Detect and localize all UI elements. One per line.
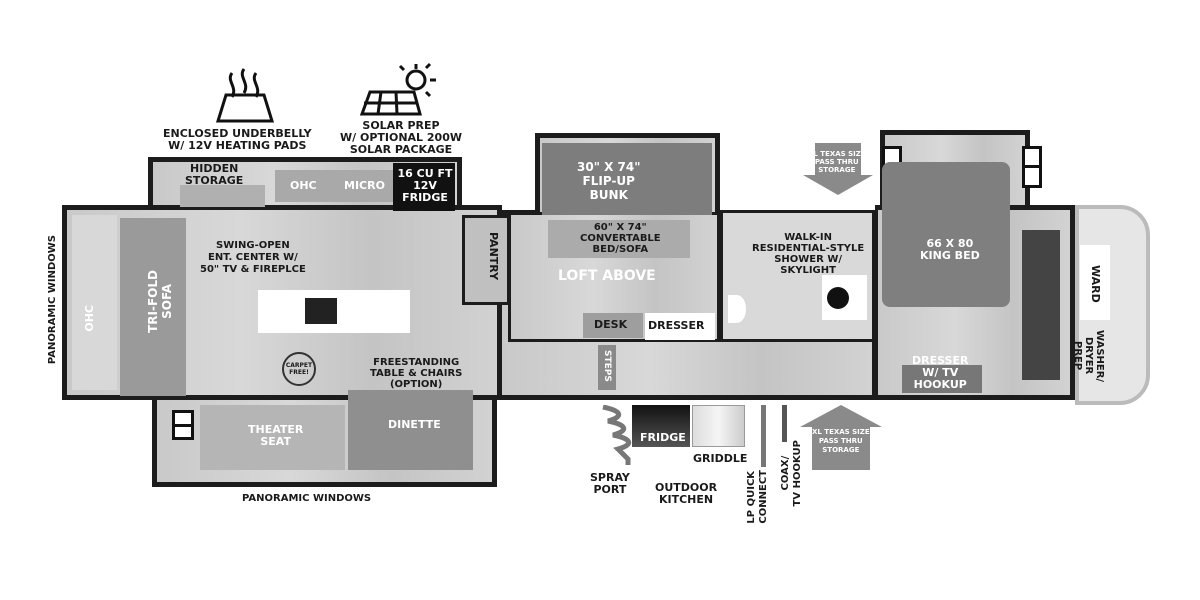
ohc-label: OHC: [290, 179, 317, 192]
tri-fold-sofa: [120, 218, 186, 396]
desk: [583, 313, 643, 338]
pantry: [462, 215, 510, 305]
ent-center-label: SWING-OPEN ENT. CENTER W/ 50" TV & FIREP…: [200, 240, 306, 275]
bed-sofa-label: 60" X 74" CONVERTABLE BED/SOFA: [580, 222, 661, 255]
pantry-label: PANTRY: [487, 232, 500, 281]
theater-seat: [200, 405, 345, 470]
carpet-free-badge: CARPET FREE!: [282, 352, 316, 386]
spray-port-label: SPRAY PORT: [590, 471, 630, 496]
fridge-label: 16 CU FT 12V FRIDGE: [397, 167, 453, 204]
griddle: [692, 405, 745, 447]
shower-label: WALK-IN RESIDENTIAL-STYLE SHOWER W/ SKYL…: [752, 232, 865, 276]
table-label: FREESTANDING TABLE & CHAIRS (OPTION): [370, 357, 463, 390]
coax-line: [782, 405, 787, 442]
toilet: [728, 295, 746, 323]
dinette: [348, 390, 473, 470]
sink: [305, 298, 337, 324]
lp-connect-label: LP QUICK CONNECT: [746, 470, 769, 524]
sofa-label: TRI-FOLD SOFA: [146, 270, 174, 333]
storage-arrow-up-icon: [800, 405, 882, 470]
dinette-label: DINETTE: [388, 418, 441, 431]
convertable-bed-sofa: [548, 220, 690, 258]
bedroom-dresser-label: DRESSER W/ TV HOOKUP: [912, 354, 969, 391]
panoramic-windows-left-label: PANORAMIC WINDOWS: [47, 235, 58, 365]
fridge: [393, 163, 455, 211]
lp-line: [761, 405, 766, 467]
wardrobe: [1080, 245, 1110, 320]
storage-top-label: XL TEXAS SIZE PASS THRU STORAGE: [808, 150, 866, 174]
dresser: [645, 313, 715, 340]
underbelly-label: ENCLOSED UNDERBELLY W/ 12V HEATING PADS: [163, 127, 312, 152]
theater-seat-label: THEATER SEAT: [248, 423, 304, 448]
overhead-cabinets: [275, 170, 393, 202]
flip-bunk-label: 30" X 74" FLIP-UP BUNK: [577, 160, 641, 202]
window: [1022, 146, 1042, 188]
griddle-label: GRIDDLE: [693, 452, 748, 465]
king-bed: [882, 162, 1010, 307]
outdoor-kitchen-label: OUTDOOR KITCHEN: [655, 481, 718, 506]
loft-label: LOFT ABOVE: [558, 268, 656, 284]
ohc-left-label: OHC: [83, 305, 96, 332]
heating-icon: [215, 68, 275, 123]
steps: [598, 345, 616, 390]
solar-panel-icon: [360, 62, 436, 116]
desk-label: DESK: [594, 318, 628, 331]
hidden-storage-label: HIDDEN STORAGE: [185, 162, 244, 187]
storage-arrow-down-icon: [803, 143, 873, 195]
window: [172, 410, 194, 440]
coax-label: COAX/ TV HOOKUP: [780, 440, 803, 507]
spray-port-icon: [602, 405, 632, 465]
ward-label: WARD: [1089, 265, 1102, 303]
bedroom-dresser: [902, 365, 982, 393]
washer-drum: [827, 287, 849, 309]
outdoor-fridge-label: FRIDGE: [640, 431, 686, 444]
king-bed-label: 66 X 80 KING BED: [920, 237, 980, 262]
overhead-cabinet-left: [72, 215, 117, 390]
dresser-label: DRESSER: [648, 319, 705, 332]
storage-bottom-label: XL TEXAS SIZE PASS THRU STORAGE: [812, 428, 870, 454]
washer-prep-label: WASHER/ DRYER PREP: [1072, 330, 1105, 383]
micro-label: MICRO: [344, 179, 385, 192]
solar-label: SOLAR PREP W/ OPTIONAL 200W SOLAR PACKAG…: [340, 119, 462, 156]
panoramic-windows-bottom-label: PANORAMIC WINDOWS: [242, 493, 372, 504]
flip-up-bunk: [542, 143, 712, 215]
outdoor-fridge: [632, 405, 690, 447]
hidden-storage: [180, 185, 265, 207]
wardrobe-door: [1022, 230, 1060, 380]
steps-label: STEPS: [602, 350, 612, 382]
